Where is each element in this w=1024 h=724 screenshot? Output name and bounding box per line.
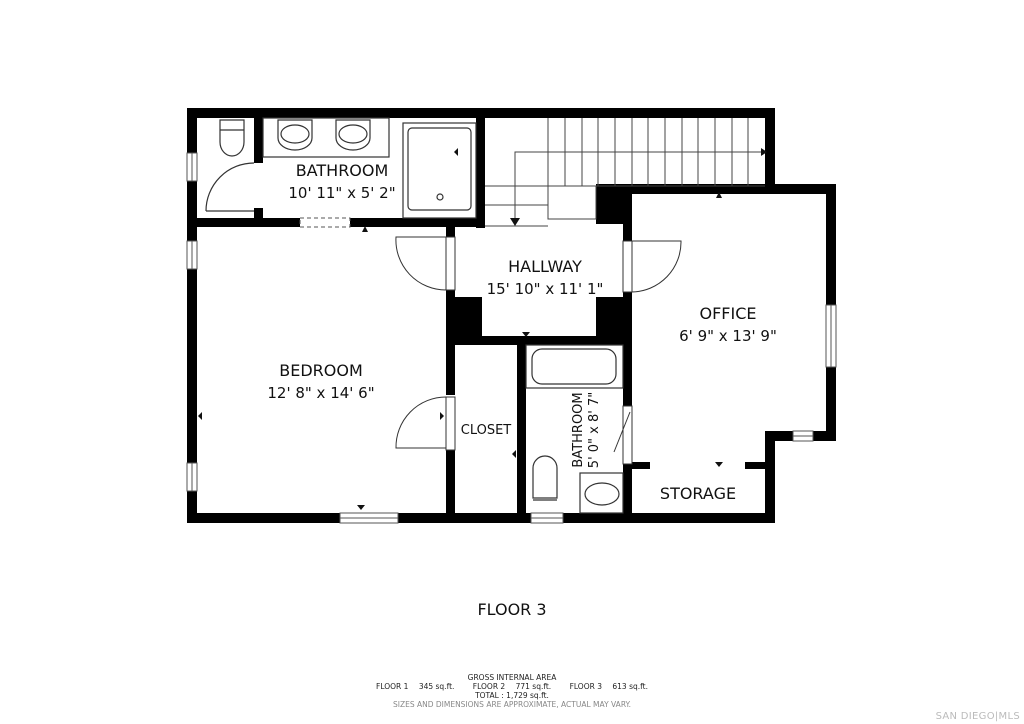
room-label-bathroom-upper: BATHROOM 10' 11" x 5' 2" bbox=[288, 161, 395, 202]
room-label-closet: CLOSET bbox=[461, 423, 512, 438]
stair-arrow-down-icon bbox=[510, 218, 520, 226]
windows bbox=[186, 152, 837, 524]
svg-text:12' 8" x 14' 6": 12' 8" x 14' 6" bbox=[267, 384, 374, 402]
floor-1-area: FLOOR 1 345 sq.ft. bbox=[376, 682, 455, 691]
position-markers bbox=[198, 192, 723, 510]
lower-bathroom-fixtures bbox=[525, 344, 624, 514]
interior-walls bbox=[197, 118, 767, 516]
svg-text:HALLWAY: HALLWAY bbox=[508, 257, 582, 276]
staircase bbox=[485, 118, 765, 227]
svg-text:15' 10" x 11' 1": 15' 10" x 11' 1" bbox=[487, 280, 604, 298]
room-label-hallway: HALLWAY 15' 10" x 11' 1" bbox=[487, 257, 604, 298]
room-label-bedroom: BEDROOM 12' 8" x 14' 6" bbox=[267, 361, 374, 402]
area-heading: GROSS INTERNAL AREA bbox=[467, 673, 557, 682]
svg-text:STORAGE: STORAGE bbox=[660, 484, 736, 503]
floor-areas: FLOOR 1 345 sq.ft. FLOOR 2 771 sq.ft. FL… bbox=[0, 682, 1024, 691]
door-swings bbox=[395, 236, 682, 465]
svg-text:BEDROOM: BEDROOM bbox=[279, 361, 363, 380]
upper-bathroom-fixtures bbox=[205, 117, 477, 219]
room-label-office: OFFICE 6' 9" x 13' 9" bbox=[679, 304, 777, 345]
floor-2-area: FLOOR 2 771 sq.ft. bbox=[472, 682, 552, 691]
total-area: TOTAL : 1,729 sq.ft. bbox=[475, 691, 549, 700]
room-label-bathroom-lower: BATHROOM 5' 0" x 8' 7" bbox=[571, 392, 602, 468]
room-label-storage: STORAGE bbox=[660, 484, 736, 503]
mls-watermark: SAN DIEGO|MLS bbox=[935, 711, 1020, 722]
svg-text:10' 11" x 5' 2": 10' 11" x 5' 2" bbox=[288, 184, 395, 202]
svg-text:OFFICE: OFFICE bbox=[700, 304, 757, 323]
floor-3-area: FLOOR 3 613 sq.ft. bbox=[569, 682, 648, 691]
svg-text:CLOSET: CLOSET bbox=[461, 423, 512, 438]
floor-title: FLOOR 3 bbox=[477, 600, 547, 619]
svg-text:5' 0" x 8' 7": 5' 0" x 8' 7" bbox=[587, 392, 602, 468]
area-summary: GROSS INTERNAL AREA FLOOR 1 345 sq.ft. F… bbox=[0, 673, 1024, 709]
stair-arrow-right-icon bbox=[761, 148, 767, 156]
svg-text:BATHROOM: BATHROOM bbox=[296, 161, 389, 180]
svg-text:BATHROOM: BATHROOM bbox=[571, 392, 586, 467]
marker-icon bbox=[454, 148, 458, 156]
dashed-opening bbox=[299, 217, 351, 228]
svg-text:6' 9" x 13' 9": 6' 9" x 13' 9" bbox=[679, 327, 777, 345]
disclaimer: SIZES AND DIMENSIONS ARE APPROXIMATE, AC… bbox=[392, 700, 631, 709]
